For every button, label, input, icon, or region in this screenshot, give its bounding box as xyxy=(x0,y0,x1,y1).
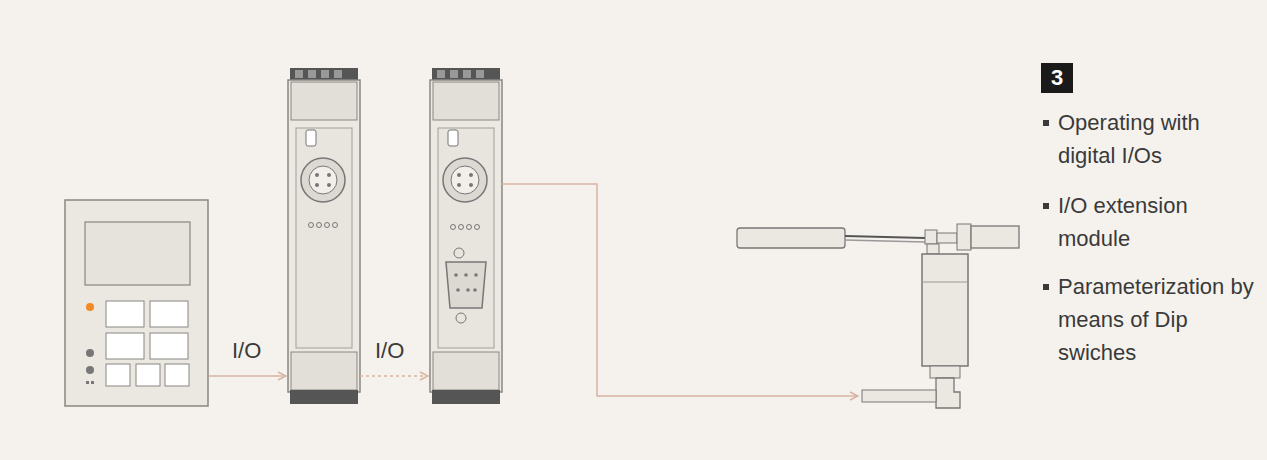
signal-label: I/O xyxy=(373,334,406,367)
sensor xyxy=(737,224,1019,408)
io-extension-module xyxy=(430,68,502,404)
bullet-mark xyxy=(1043,284,1049,290)
control-panel xyxy=(65,200,208,406)
io-wire xyxy=(209,375,286,377)
bullet-text: Parameterization by means of Dip swiches xyxy=(1058,270,1258,369)
bullet-text: Operating with digital I/Os xyxy=(1058,106,1258,172)
io-module xyxy=(288,68,360,404)
bullet-mark xyxy=(1043,120,1049,126)
signal-label: I/O xyxy=(230,334,263,367)
bullet-mark xyxy=(1043,203,1049,209)
callout-number-text: 3 xyxy=(1045,63,1069,93)
callout-number: 3 xyxy=(1041,63,1073,93)
io-wire xyxy=(360,375,428,377)
sensor-cable xyxy=(502,184,858,396)
bullet-text: I/O extension module xyxy=(1058,189,1258,255)
